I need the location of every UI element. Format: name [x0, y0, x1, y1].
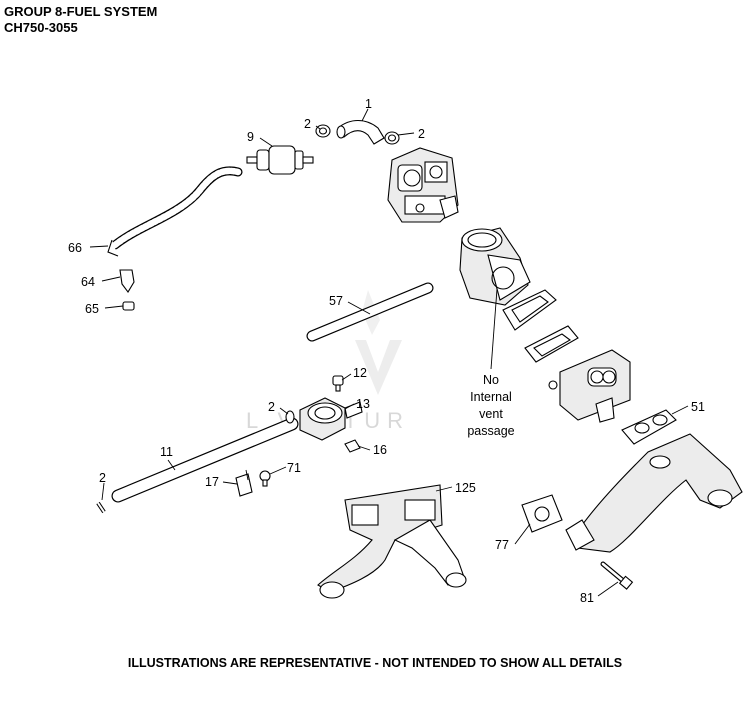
leader-lines [89, 108, 689, 597]
intake-elbow[interactable] [459, 227, 531, 306]
callout-12: 12 [353, 366, 367, 380]
diagram-title: GROUP 8-FUEL SYSTEM [4, 4, 158, 19]
disclaimer-footer: ILLUSTRATIONS ARE REPRESENTATIVE - NOT I… [127, 656, 623, 670]
callout-1: 1 [365, 97, 372, 111]
gasket-middle[interactable] [524, 325, 579, 363]
callout-125: 125 [455, 481, 476, 495]
fuel-line-66[interactable] [107, 166, 243, 257]
callout-65: 65 [85, 302, 99, 316]
bracket-17[interactable] [235, 469, 253, 497]
vent-passage-circle [491, 266, 515, 290]
callout-11: 11 [160, 445, 173, 459]
fuel-filter-9[interactable] [246, 145, 314, 175]
fuel-pump-13[interactable] [299, 397, 363, 441]
callout-2-hose-right: 2 [418, 127, 425, 141]
clamp-2-tube[interactable] [96, 501, 106, 514]
clip-16[interactable] [344, 439, 361, 453]
carburetor[interactable] [387, 147, 459, 223]
callout-51: 51 [691, 400, 705, 414]
callout-66: 66 [68, 241, 82, 255]
callout-17: 17 [205, 475, 219, 489]
intake-manifold-right[interactable] [565, 433, 743, 553]
note-line-1: No [483, 373, 499, 387]
note-line-2: Internal [470, 390, 512, 404]
gasket-51[interactable] [621, 409, 677, 445]
model-number: CH750-3055 [4, 20, 78, 35]
screw-12[interactable] [332, 375, 344, 392]
intake-manifold-125[interactable] [317, 484, 467, 599]
tube-57[interactable] [306, 282, 434, 342]
tube-11[interactable] [111, 417, 299, 503]
callout-16: 16 [373, 443, 387, 457]
fuel-hose-1[interactable] [336, 119, 385, 145]
callout-77: 77 [495, 538, 509, 552]
callout-2-tube: 2 [99, 471, 106, 485]
hose-clamp-2-right[interactable] [384, 131, 400, 145]
hose-clamp-2-left[interactable] [315, 124, 331, 138]
callout-13: 13 [356, 397, 370, 411]
callout-9: 9 [247, 130, 254, 144]
note-line-4: passage [467, 424, 514, 438]
throttle-body[interactable] [548, 349, 631, 423]
callout-2-pump: 2 [268, 400, 275, 414]
gasket-upper[interactable] [502, 289, 557, 331]
callout-81: 81 [580, 591, 594, 605]
fitting-64[interactable] [119, 269, 135, 293]
callout-57: 57 [329, 294, 343, 308]
screw-71[interactable] [259, 470, 271, 487]
callout-71: 71 [287, 461, 301, 475]
callout-64: 64 [81, 275, 95, 289]
fitting-65[interactable] [122, 301, 135, 311]
bolt-81[interactable] [600, 561, 634, 590]
clamp-2-pump[interactable] [285, 410, 295, 424]
callout-2-hose-left: 2 [304, 117, 311, 131]
gasket-77[interactable] [521, 494, 563, 533]
note-line-3: vent [479, 407, 503, 421]
